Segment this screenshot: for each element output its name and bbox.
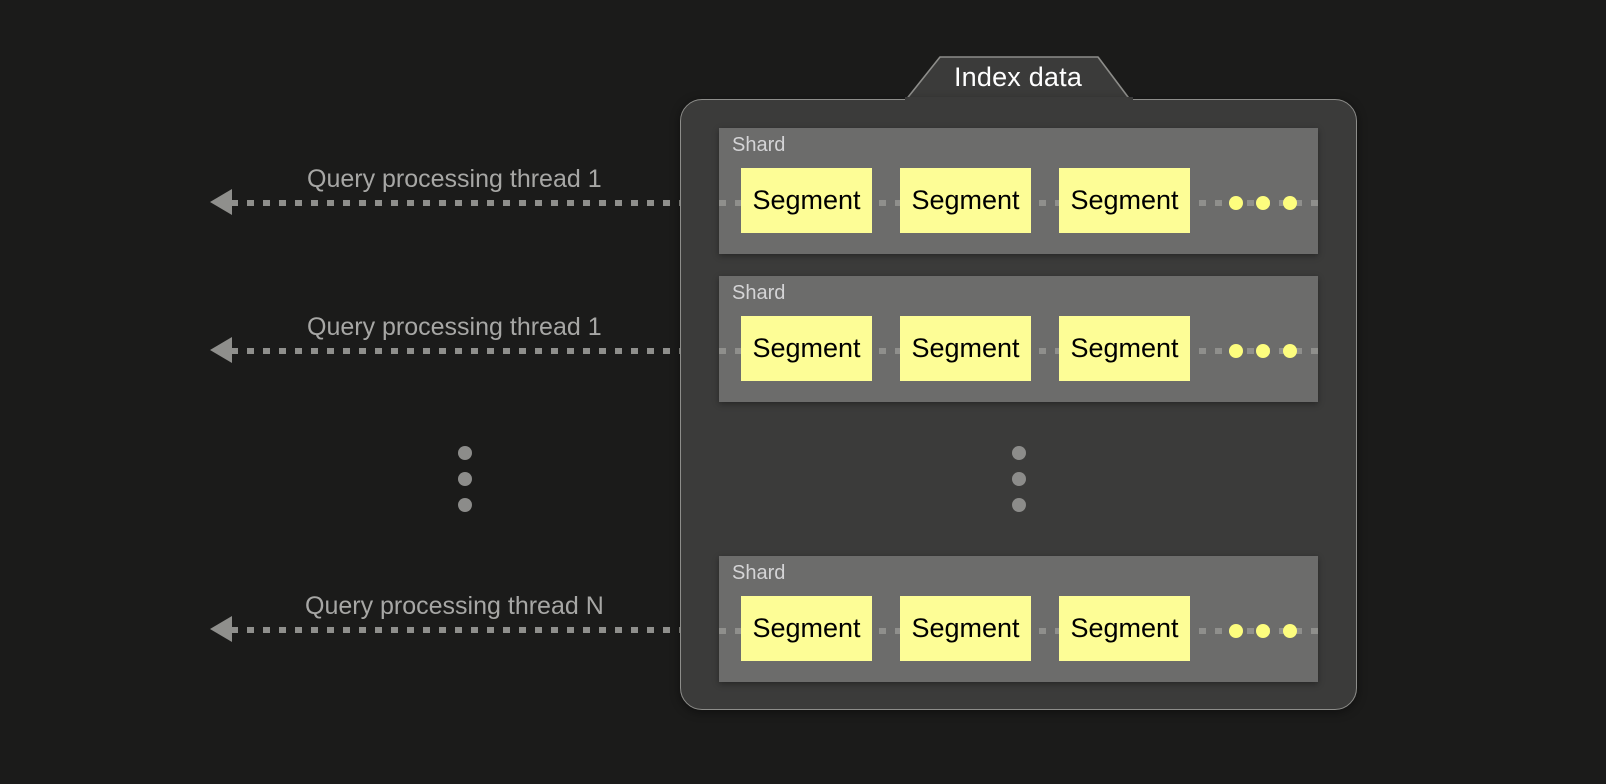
segment-box[interactable]: Segment: [1059, 168, 1190, 233]
trailing-dot: [1229, 344, 1243, 358]
segment-box[interactable]: Segment: [900, 168, 1031, 233]
segment-row-1: Segment Segment Segment: [741, 168, 1190, 233]
thread-label-2: Query processing thread 1: [307, 313, 602, 341]
thread-label-1: Query processing thread 1: [307, 165, 602, 193]
trailing-dot: [1283, 344, 1297, 358]
segment-box[interactable]: Segment: [741, 168, 872, 233]
shard-panel-1: Shard Segment Segment Segment: [719, 128, 1318, 254]
segment-gap: [872, 168, 900, 233]
trailing-dot: [1283, 624, 1297, 638]
ellipsis-dot: [1012, 498, 1026, 512]
index-data-title: Index data: [953, 62, 1083, 92]
left-vertical-ellipsis: [458, 446, 472, 524]
trailing-dot: [1256, 624, 1270, 638]
ellipsis-dot: [458, 472, 472, 486]
shard-label-1: Shard: [732, 134, 786, 156]
ellipsis-dot: [458, 446, 472, 460]
thread-label-3: Query processing thread N: [305, 592, 604, 620]
segment-row-2: Segment Segment Segment: [741, 316, 1190, 381]
segment-row-3: Segment Segment Segment: [741, 596, 1190, 661]
tab-seam-mask: [905, 97, 1133, 103]
trailing-dot: [1229, 624, 1243, 638]
thread-arrow-line-3: [231, 623, 751, 635]
dotted-line-svg: [231, 200, 751, 206]
trailing-dot: [1283, 196, 1297, 210]
container-vertical-ellipsis: [1012, 446, 1026, 524]
trailing-dot: [1256, 196, 1270, 210]
segment-gap: [1031, 316, 1059, 381]
trailing-dot: [1256, 344, 1270, 358]
shard-label-2: Shard: [732, 282, 786, 304]
ellipsis-dot: [1012, 472, 1026, 486]
segment-box[interactable]: Segment: [1059, 596, 1190, 661]
index-data-tab: Index data: [903, 55, 1133, 102]
segment-gap: [872, 316, 900, 381]
ellipsis-dot: [1012, 446, 1026, 460]
ellipsis-dot: [458, 498, 472, 512]
segment-box[interactable]: Segment: [900, 316, 1031, 381]
dotted-line-svg: [231, 627, 751, 633]
segment-gap: [1031, 596, 1059, 661]
dotted-line-svg: [231, 348, 751, 354]
shard-label-3: Shard: [732, 562, 786, 584]
thread-arrowhead-2: [210, 337, 232, 363]
thread-arrowhead-1: [210, 189, 232, 215]
segment-box[interactable]: Segment: [741, 316, 872, 381]
trailing-dot: [1229, 196, 1243, 210]
shard-panel-3: Shard Segment Segment Segment: [719, 556, 1318, 682]
thread-arrow-line-2: [231, 344, 751, 356]
segment-box[interactable]: Segment: [1059, 316, 1190, 381]
shard-panel-2: Shard Segment Segment Segment: [719, 276, 1318, 402]
thread-arrow-line-1: [231, 196, 751, 208]
segment-gap: [872, 596, 900, 661]
segment-box[interactable]: Segment: [741, 596, 872, 661]
segment-gap: [1031, 168, 1059, 233]
thread-arrowhead-3: [210, 616, 232, 642]
segment-box[interactable]: Segment: [900, 596, 1031, 661]
